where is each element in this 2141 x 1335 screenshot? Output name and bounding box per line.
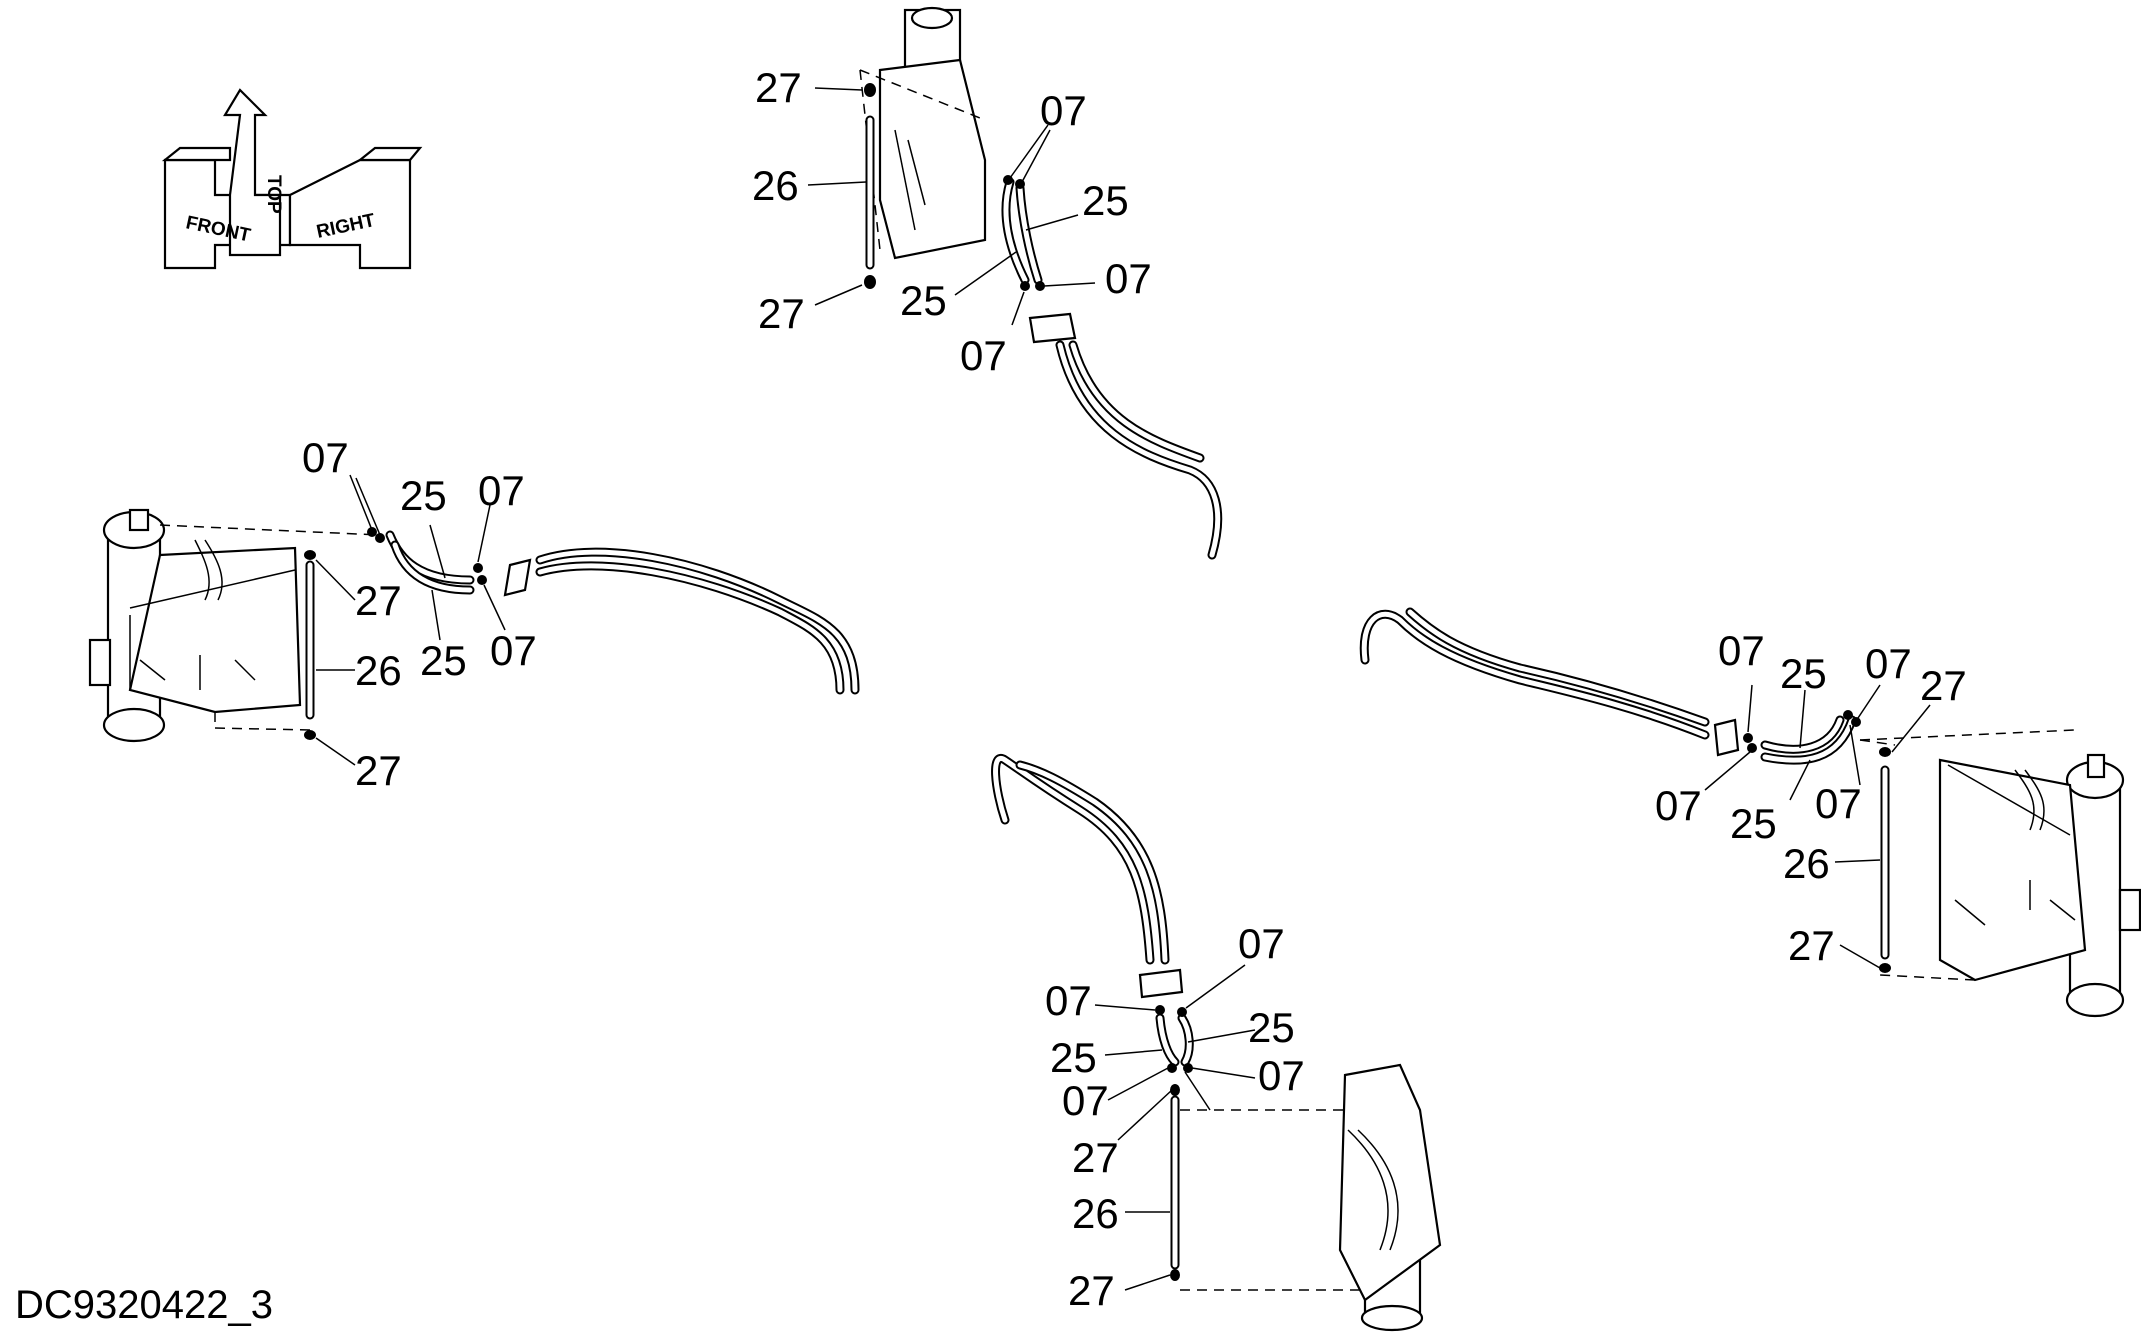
callout-left-25-upper: 25 <box>400 472 447 519</box>
callout-bottom-26: 26 <box>1072 1190 1119 1237</box>
callout-left-25-lower: 25 <box>420 637 467 684</box>
callout-bottom-07-lower-right: 07 <box>1258 1052 1305 1099</box>
callout-top-07-lower: 07 <box>960 332 1007 379</box>
orientation-top-label: TOP <box>263 175 284 214</box>
callout-top-26: 26 <box>752 162 799 209</box>
callout-bottom-27-lower: 27 <box>1068 1267 1115 1314</box>
callout-right-26: 26 <box>1783 840 1830 887</box>
callout-right-07-lower-right: 07 <box>1815 780 1862 827</box>
callout-left-07-right-upper: 07 <box>478 467 525 514</box>
callout-right-07-upper-left: 07 <box>1718 627 1765 674</box>
callout-bottom-25-left: 25 <box>1050 1034 1097 1081</box>
callout-right-07-upper-right: 07 <box>1865 640 1912 687</box>
callout-left-26: 26 <box>355 647 402 694</box>
right-view-assembly: 07 25 07 27 07 25 07 26 27 <box>1359 607 2141 1018</box>
callout-right-25-upper: 25 <box>1780 650 1827 697</box>
callout-right-27-lower: 27 <box>1788 922 1835 969</box>
callout-left-27-upper: 27 <box>355 577 402 624</box>
drawing-code: DC9320422_3 <box>15 1283 273 1327</box>
callout-top-27-upper: 27 <box>755 64 802 111</box>
callout-top-07-upper: 07 <box>1040 87 1087 134</box>
callout-bottom-07-lower-left: 07 <box>1062 1077 1109 1124</box>
left-view-assembly: 07 25 07 27 26 27 25 07 <box>88 434 860 794</box>
callout-left-07-lower: 07 <box>490 627 537 674</box>
callout-right-07-lower-left: 07 <box>1655 782 1702 829</box>
top-view-assembly: 27 26 27 07 25 25 07 07 <box>752 6 1223 560</box>
callout-left-07-upper: 07 <box>302 434 349 481</box>
orientation-arrows: FRONT TOP RIGHT <box>161 88 423 270</box>
callout-top-27-lower: 27 <box>758 290 805 337</box>
callout-bottom-25-right: 25 <box>1248 1004 1295 1051</box>
callout-bottom-07-upper-right: 07 <box>1238 920 1285 967</box>
callout-bottom-27-upper: 27 <box>1072 1134 1119 1181</box>
callout-top-25-left: 25 <box>900 277 947 324</box>
callout-bottom-07-upper-left: 07 <box>1045 977 1092 1024</box>
callout-right-25-lower: 25 <box>1730 800 1777 847</box>
callout-top-25-right: 25 <box>1082 177 1129 224</box>
callout-right-27-upper: 27 <box>1920 662 1967 709</box>
callout-top-07-right: 07 <box>1105 255 1152 302</box>
callout-left-27-lower: 27 <box>355 747 402 794</box>
bottom-view-assembly: 07 07 25 25 07 07 27 26 27 <box>991 753 1442 1332</box>
